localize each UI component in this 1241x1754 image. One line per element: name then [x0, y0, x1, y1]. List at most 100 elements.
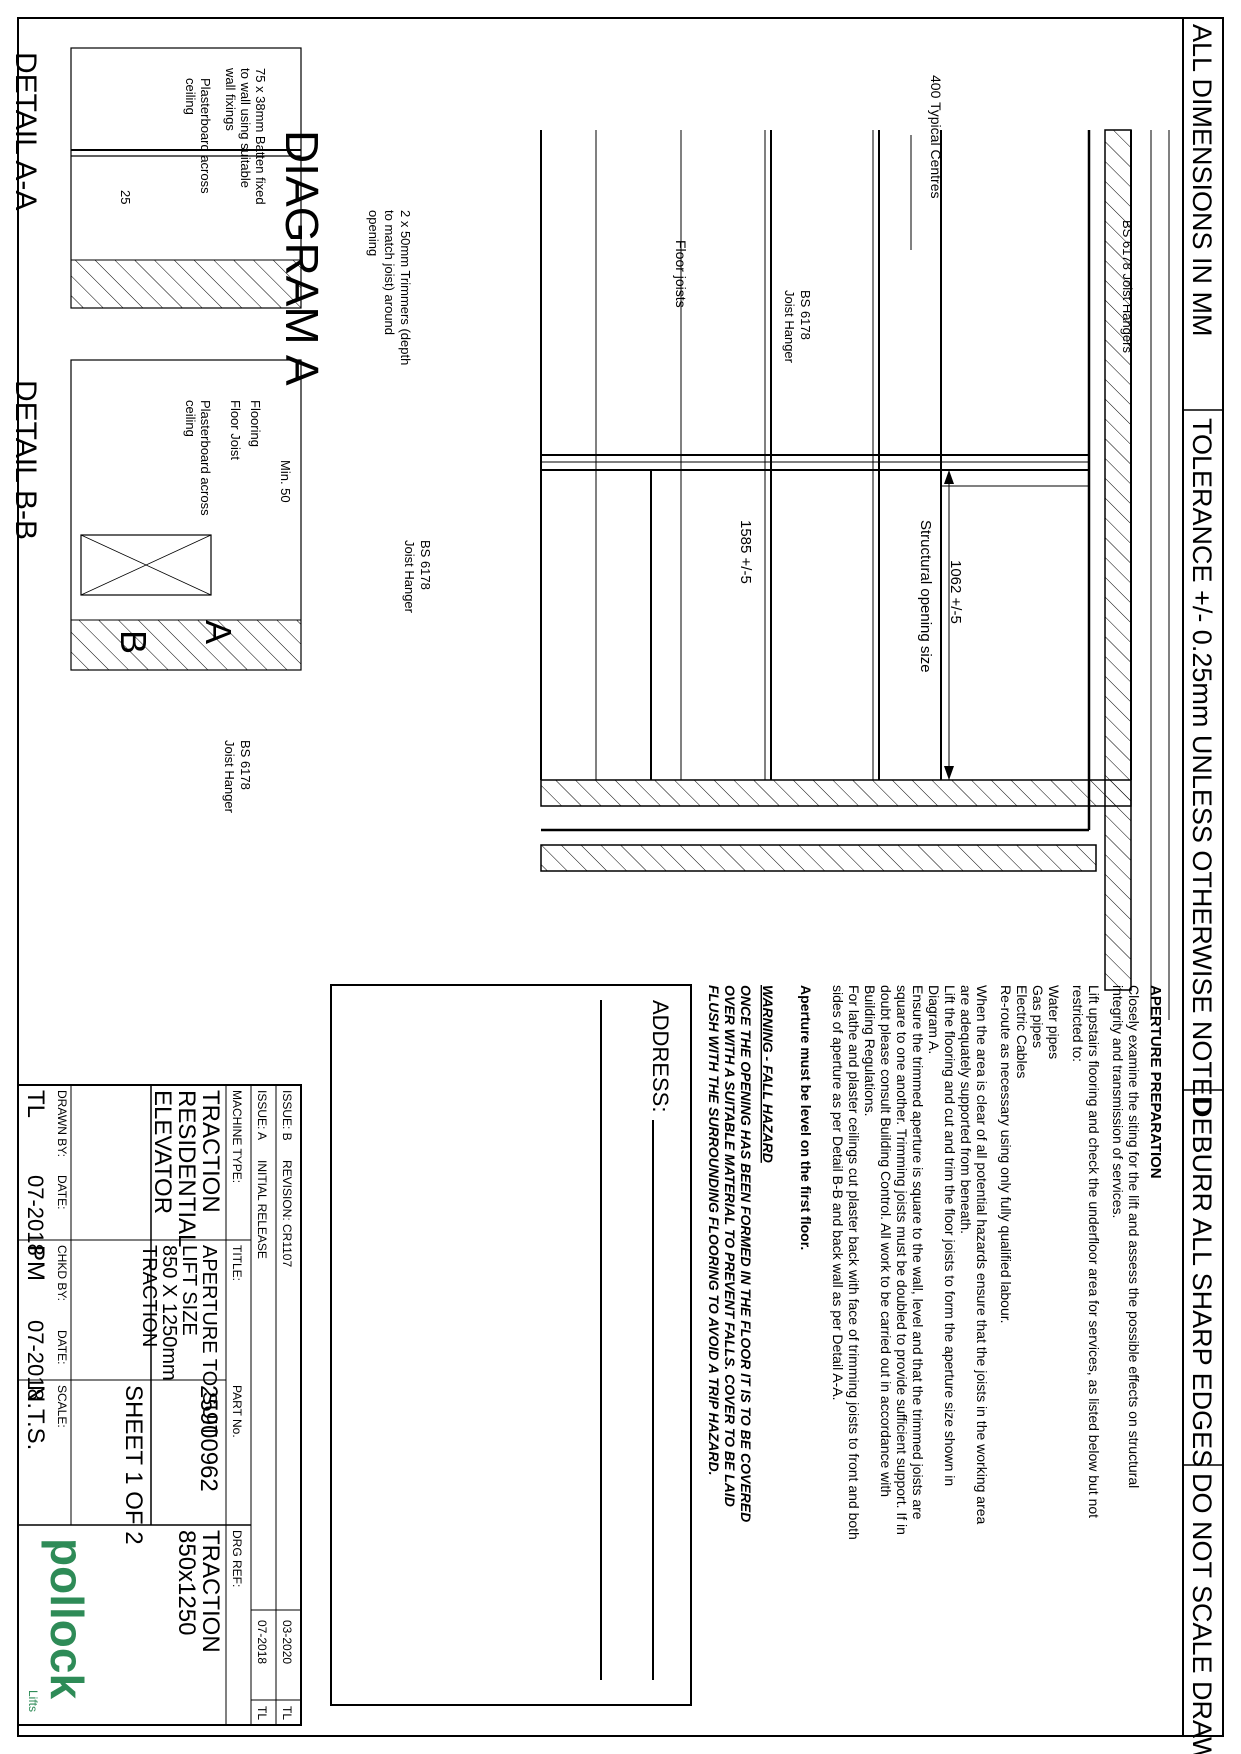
drawn-date: 07-2018: [23, 1175, 48, 1256]
drg-ref-line1: TRACTION: [197, 1530, 224, 1653]
warning-heading: WARNING - FALL HAZARD: [760, 985, 776, 1163]
trimmers-line1: 2 x 50mm Trimmers (depth: [398, 210, 413, 365]
note-p3-line5: Ensure the trimmed aperture is square to…: [910, 985, 926, 1520]
tolerance-note: TOLERANCE +/- 0.25mm UNLESS OTHERWISE NO…: [1187, 418, 1217, 1115]
warning-line1: ONCE THE OPENING HAS BEEN FORMED IN THE …: [738, 985, 754, 1522]
logo-sub: Lifts: [26, 1690, 40, 1712]
joist-hanger-2-line1: BS 6178: [238, 740, 253, 790]
detail-aa-title: DETAIL A-A: [9, 52, 42, 210]
joist-hanger-3-line1: BS 6178: [418, 540, 433, 590]
floor-joist-label: Floor Joist: [228, 400, 243, 460]
revision-a: INITIAL RELEASE: [255, 1160, 269, 1259]
pollock-logo: pollock Lifts: [26, 1538, 93, 1712]
note-p3-line8: Building Regulations.: [862, 985, 878, 1117]
note-p1-line1: Closely examine the siting for the lift …: [1126, 985, 1142, 1488]
flooring-label: Flooring: [248, 400, 263, 447]
issue-b: ISSUE: B: [280, 1090, 294, 1141]
note-p3-line6: square to one another. Trimming joists m…: [894, 985, 910, 1535]
initials-a: TL: [255, 1706, 269, 1720]
initials-b: TL: [280, 1706, 294, 1720]
header-notes: ALL DIMENSIONS IN MM TOLERANCE +/- 0.25m…: [1182, 18, 1223, 1754]
batten-line1: 75 x 38mm Batten fixed: [253, 68, 268, 205]
sheet-border: [17, 17, 1224, 1737]
title-block: ISSUE: B REVISION: CR1107 03-2020 TL ISS…: [17, 1084, 302, 1726]
joist-hanger-2-line2: Joist Hanger: [222, 740, 237, 814]
drawn-by: TL: [22, 1090, 49, 1118]
note-p3-line2: are adequately supported from beneath.: [958, 985, 974, 1234]
note-p3-line10: sides of aperture as per Detail B-B and …: [830, 985, 846, 1401]
part-no: 25900962: [195, 1385, 222, 1492]
revision-b: REVISION: CR1107: [280, 1160, 294, 1267]
no-scale-note: DO NOT SCALE DRAWING: [1187, 1473, 1217, 1754]
detail-bb: Flooring Floor Joist Plasterboard across…: [9, 359, 302, 671]
title-line3: 850 X 1250mm: [158, 1245, 180, 1381]
note-p3-line9: For lathe and plaster ceilings cut plast…: [846, 985, 862, 1540]
trimmers-line2: to match joist) around: [382, 210, 397, 335]
address-box: ADDRESS:: [330, 984, 692, 1706]
note-p3-line7: doubt please consult Building Control. A…: [878, 985, 894, 1497]
warning-line2: OVER WITH A SUITABLE MATERIAL TO PREVENT…: [722, 985, 738, 1507]
service-2: Gas pipes: [1030, 985, 1046, 1048]
note-p2-line1: Lift upstairs flooring and check the und…: [1086, 985, 1102, 1518]
aa-plaster-line2: ceiling: [183, 78, 198, 115]
note-p3-line4: Diagram A.: [926, 985, 942, 1054]
detail-aa: 75 x 38mm Batten fixed to wall using sui…: [9, 47, 302, 309]
joist-hanger-3-line2: Joist Hanger: [402, 540, 417, 614]
aperture-notes: APERTURE PREPARATION Closely examine the…: [706, 985, 1164, 1540]
dim-1062-label: 1062 +/-5: [947, 560, 964, 624]
service-4: Re-route as necessary using only fully q…: [998, 985, 1014, 1324]
batten-line3: wall fixings: [223, 67, 238, 131]
dimensions-note: ALL DIMENSIONS IN MM: [1187, 24, 1217, 337]
diagram-a: BS 6178 Joist Hangers 400 Typical Centre…: [113, 75, 1170, 1020]
diagram-a-title: DIAGRAM A: [276, 130, 328, 386]
date-label-1: DATE:: [55, 1175, 69, 1209]
min-50-label: Min. 50: [278, 460, 293, 503]
dim-25-label: 25: [118, 190, 133, 204]
bb-plaster-line1: Plasterboard across: [198, 400, 213, 516]
batten-line2: to wall using suitable: [238, 68, 253, 188]
title-line1: APERTURE TO SUIT: [198, 1245, 220, 1437]
aperture-heading: APERTURE PREPARATION: [1147, 985, 1164, 1179]
chkd-by: PM: [22, 1245, 49, 1281]
service-3: Electric Cables: [1014, 985, 1030, 1078]
machine-line2: RESIDENTIAL: [173, 1090, 200, 1247]
address-label: ADDRESS:: [648, 1000, 673, 1112]
title-label: TITLE:: [230, 1245, 244, 1281]
drg-ref-line2: 850x1250: [173, 1530, 200, 1635]
deburr-note: DEBURR ALL SHARP EDGES: [1187, 1098, 1217, 1467]
note-p2-line2: restricted to:: [1070, 985, 1086, 1062]
warning-line3: FLUSH WITH THE SURROUNDING FLOORING TO A…: [706, 985, 722, 1476]
detail-bb-title: DETAIL B-B: [9, 380, 42, 540]
date-b: 03-2020: [280, 1620, 294, 1664]
bb-plaster-line2: ceiling: [183, 400, 198, 437]
joist-hanger-1-line2: Joist Hanger: [782, 290, 797, 364]
chkd-date: 07-2018: [23, 1320, 48, 1401]
drg-ref-label: DRG REF:: [230, 1530, 244, 1587]
sheet-number: SHEET 1 OF 2: [120, 1385, 147, 1545]
typical-centres-label: 400 Typical Centres: [928, 75, 944, 198]
issue-a: ISSUE: A: [255, 1090, 269, 1140]
level-note: Aperture must be level on the first floo…: [798, 985, 814, 1250]
machine-line3: ELEVATOR: [149, 1090, 176, 1214]
aa-plaster-line1: Plasterboard across: [198, 78, 213, 194]
machine-type-label: MACHINE TYPE:: [230, 1090, 244, 1183]
title-line2: LIFT SIZE: [178, 1245, 200, 1336]
logo-wordmark: pollock: [41, 1538, 93, 1699]
machine-line1: TRACTION: [197, 1090, 224, 1213]
dim-structural-label: Structural opening size: [917, 520, 934, 673]
title-line4: TRACTION: [138, 1245, 160, 1347]
note-p3-line3: Lift the flooring and cut and trim the f…: [942, 985, 958, 1486]
date-label-2: DATE:: [55, 1330, 69, 1364]
scale-label: SCALE:: [55, 1385, 69, 1428]
note-p1-line2: integrity and transmission of services.: [1110, 985, 1126, 1218]
date-a: 07-2018: [255, 1620, 269, 1664]
service-1: Water pipes: [1046, 985, 1062, 1059]
chkd-by-label: CHKD BY:: [55, 1245, 69, 1301]
drawn-by-label: DRAWN BY:: [55, 1090, 69, 1157]
joist-hanger-1-line1: BS 6178: [798, 290, 813, 340]
trimmers-line3: opening: [366, 210, 381, 256]
note-p3-line1: When the area is clear of all potential …: [974, 985, 990, 1525]
